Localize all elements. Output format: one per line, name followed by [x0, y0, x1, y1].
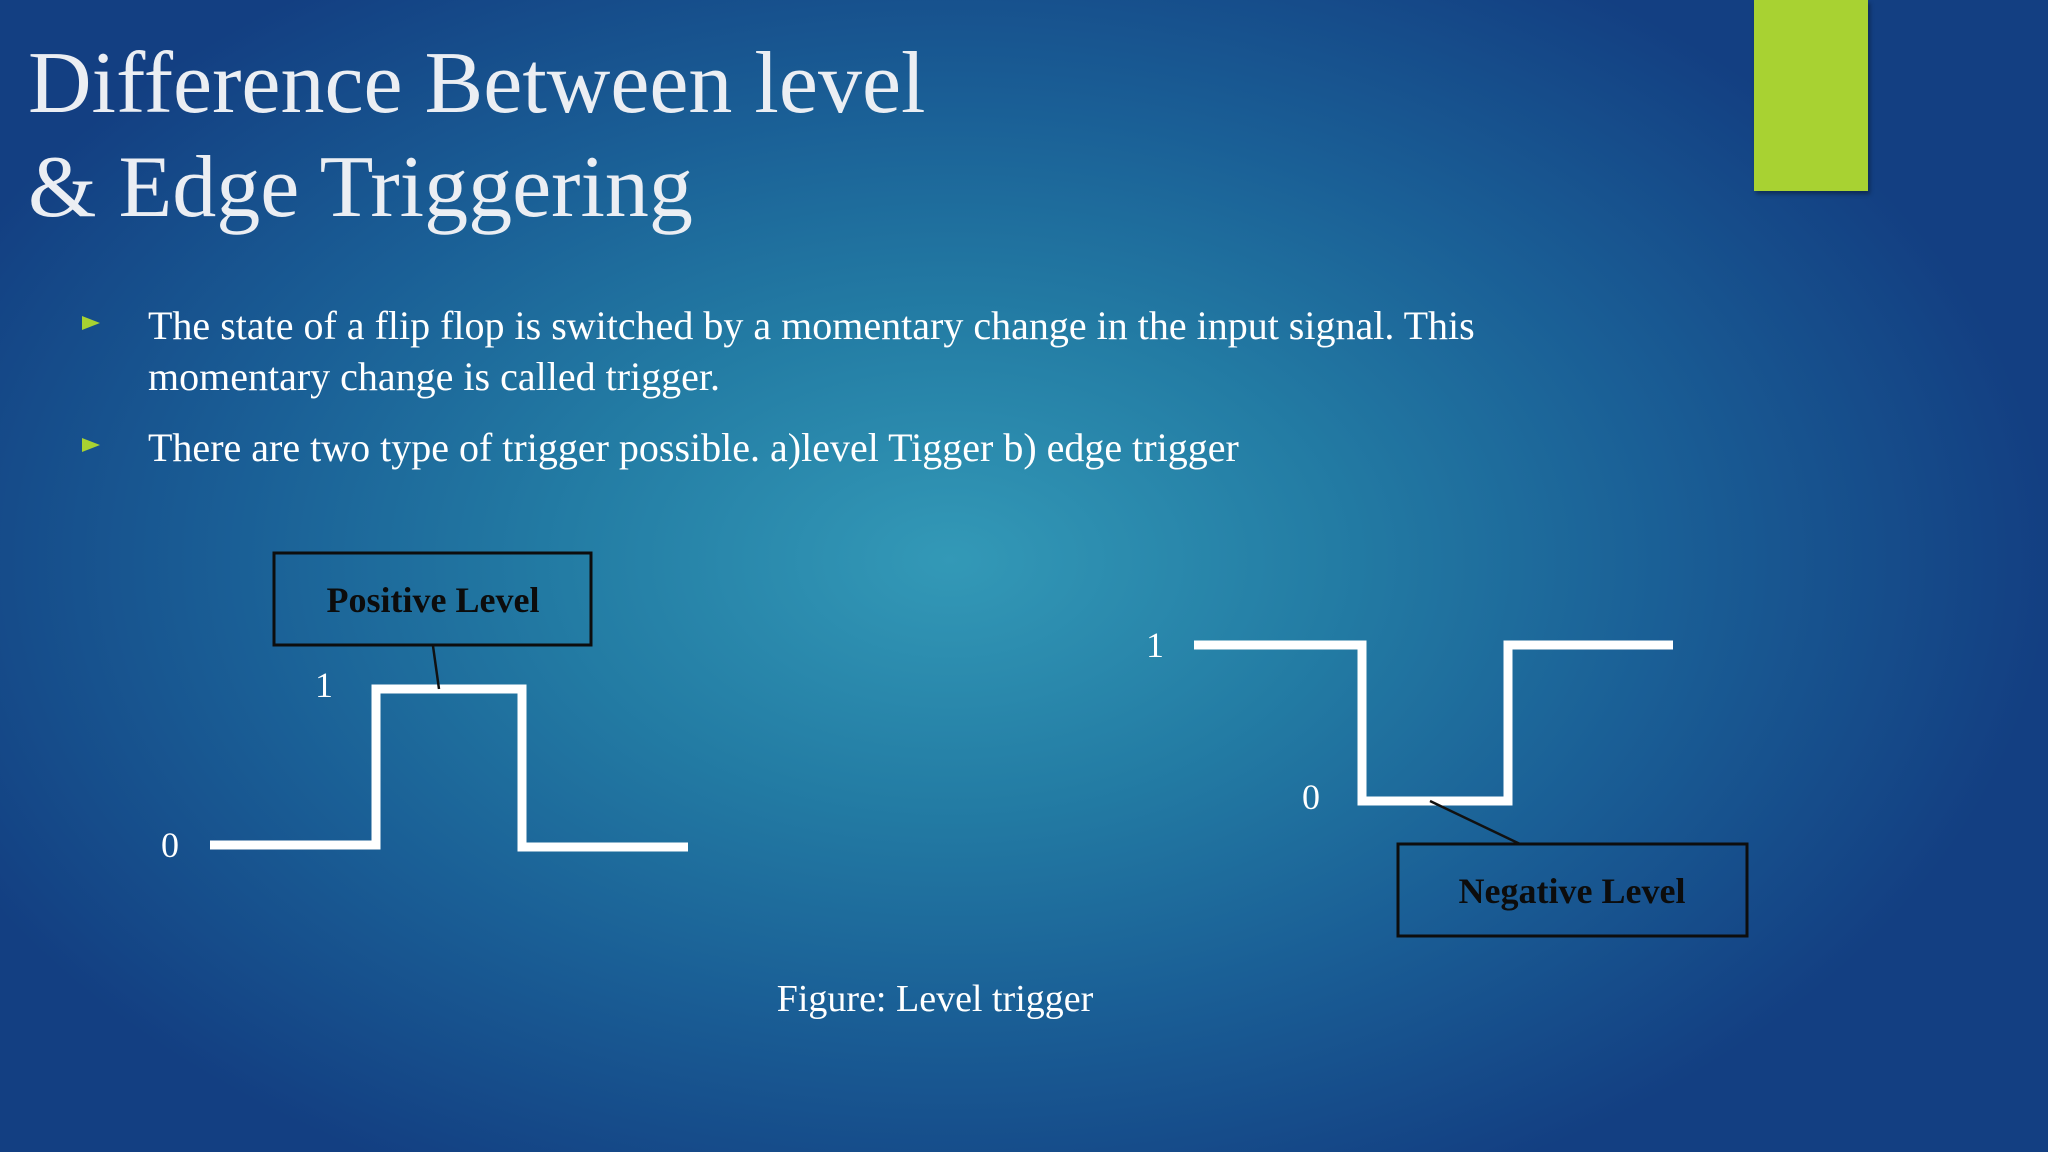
negative-level-label: Negative Level	[1459, 871, 1686, 911]
title-line-1: Difference Between level	[28, 35, 926, 132]
negative-low-label: 0	[1302, 777, 1320, 817]
bullet-list: The state of a flip flop is switched by …	[78, 300, 1638, 493]
positive-level-label: Positive Level	[327, 580, 540, 620]
bullet-text: The state of a flip flop is switched by …	[148, 303, 1475, 399]
bullet-item: There are two type of trigger possible. …	[78, 422, 1638, 473]
slide-title: Difference Between level & Edge Triggeri…	[28, 32, 925, 240]
negative-callout-pointer	[1429, 799, 1521, 846]
accent-bar	[1754, 0, 1868, 191]
negative-high-label: 1	[1146, 625, 1164, 665]
figure-caption: Figure: Level trigger	[777, 978, 1094, 1020]
positive-low-label: 0	[161, 825, 179, 865]
positive-high-label: 1	[315, 665, 333, 705]
bullet-text: There are two type of trigger possible. …	[148, 425, 1239, 470]
positive-level-box	[272, 551, 593, 647]
positive-callout-pointer	[431, 645, 441, 690]
bullet-arrow-icon	[82, 316, 100, 330]
negative-level-waveform	[1194, 640, 1673, 806]
bullet-arrow-icon	[82, 438, 100, 452]
title-line-2: & Edge Triggering	[28, 139, 693, 236]
positive-level-waveform	[210, 684, 688, 852]
negative-level-box	[1396, 842, 1749, 938]
bullet-item: The state of a flip flop is switched by …	[78, 300, 1638, 402]
